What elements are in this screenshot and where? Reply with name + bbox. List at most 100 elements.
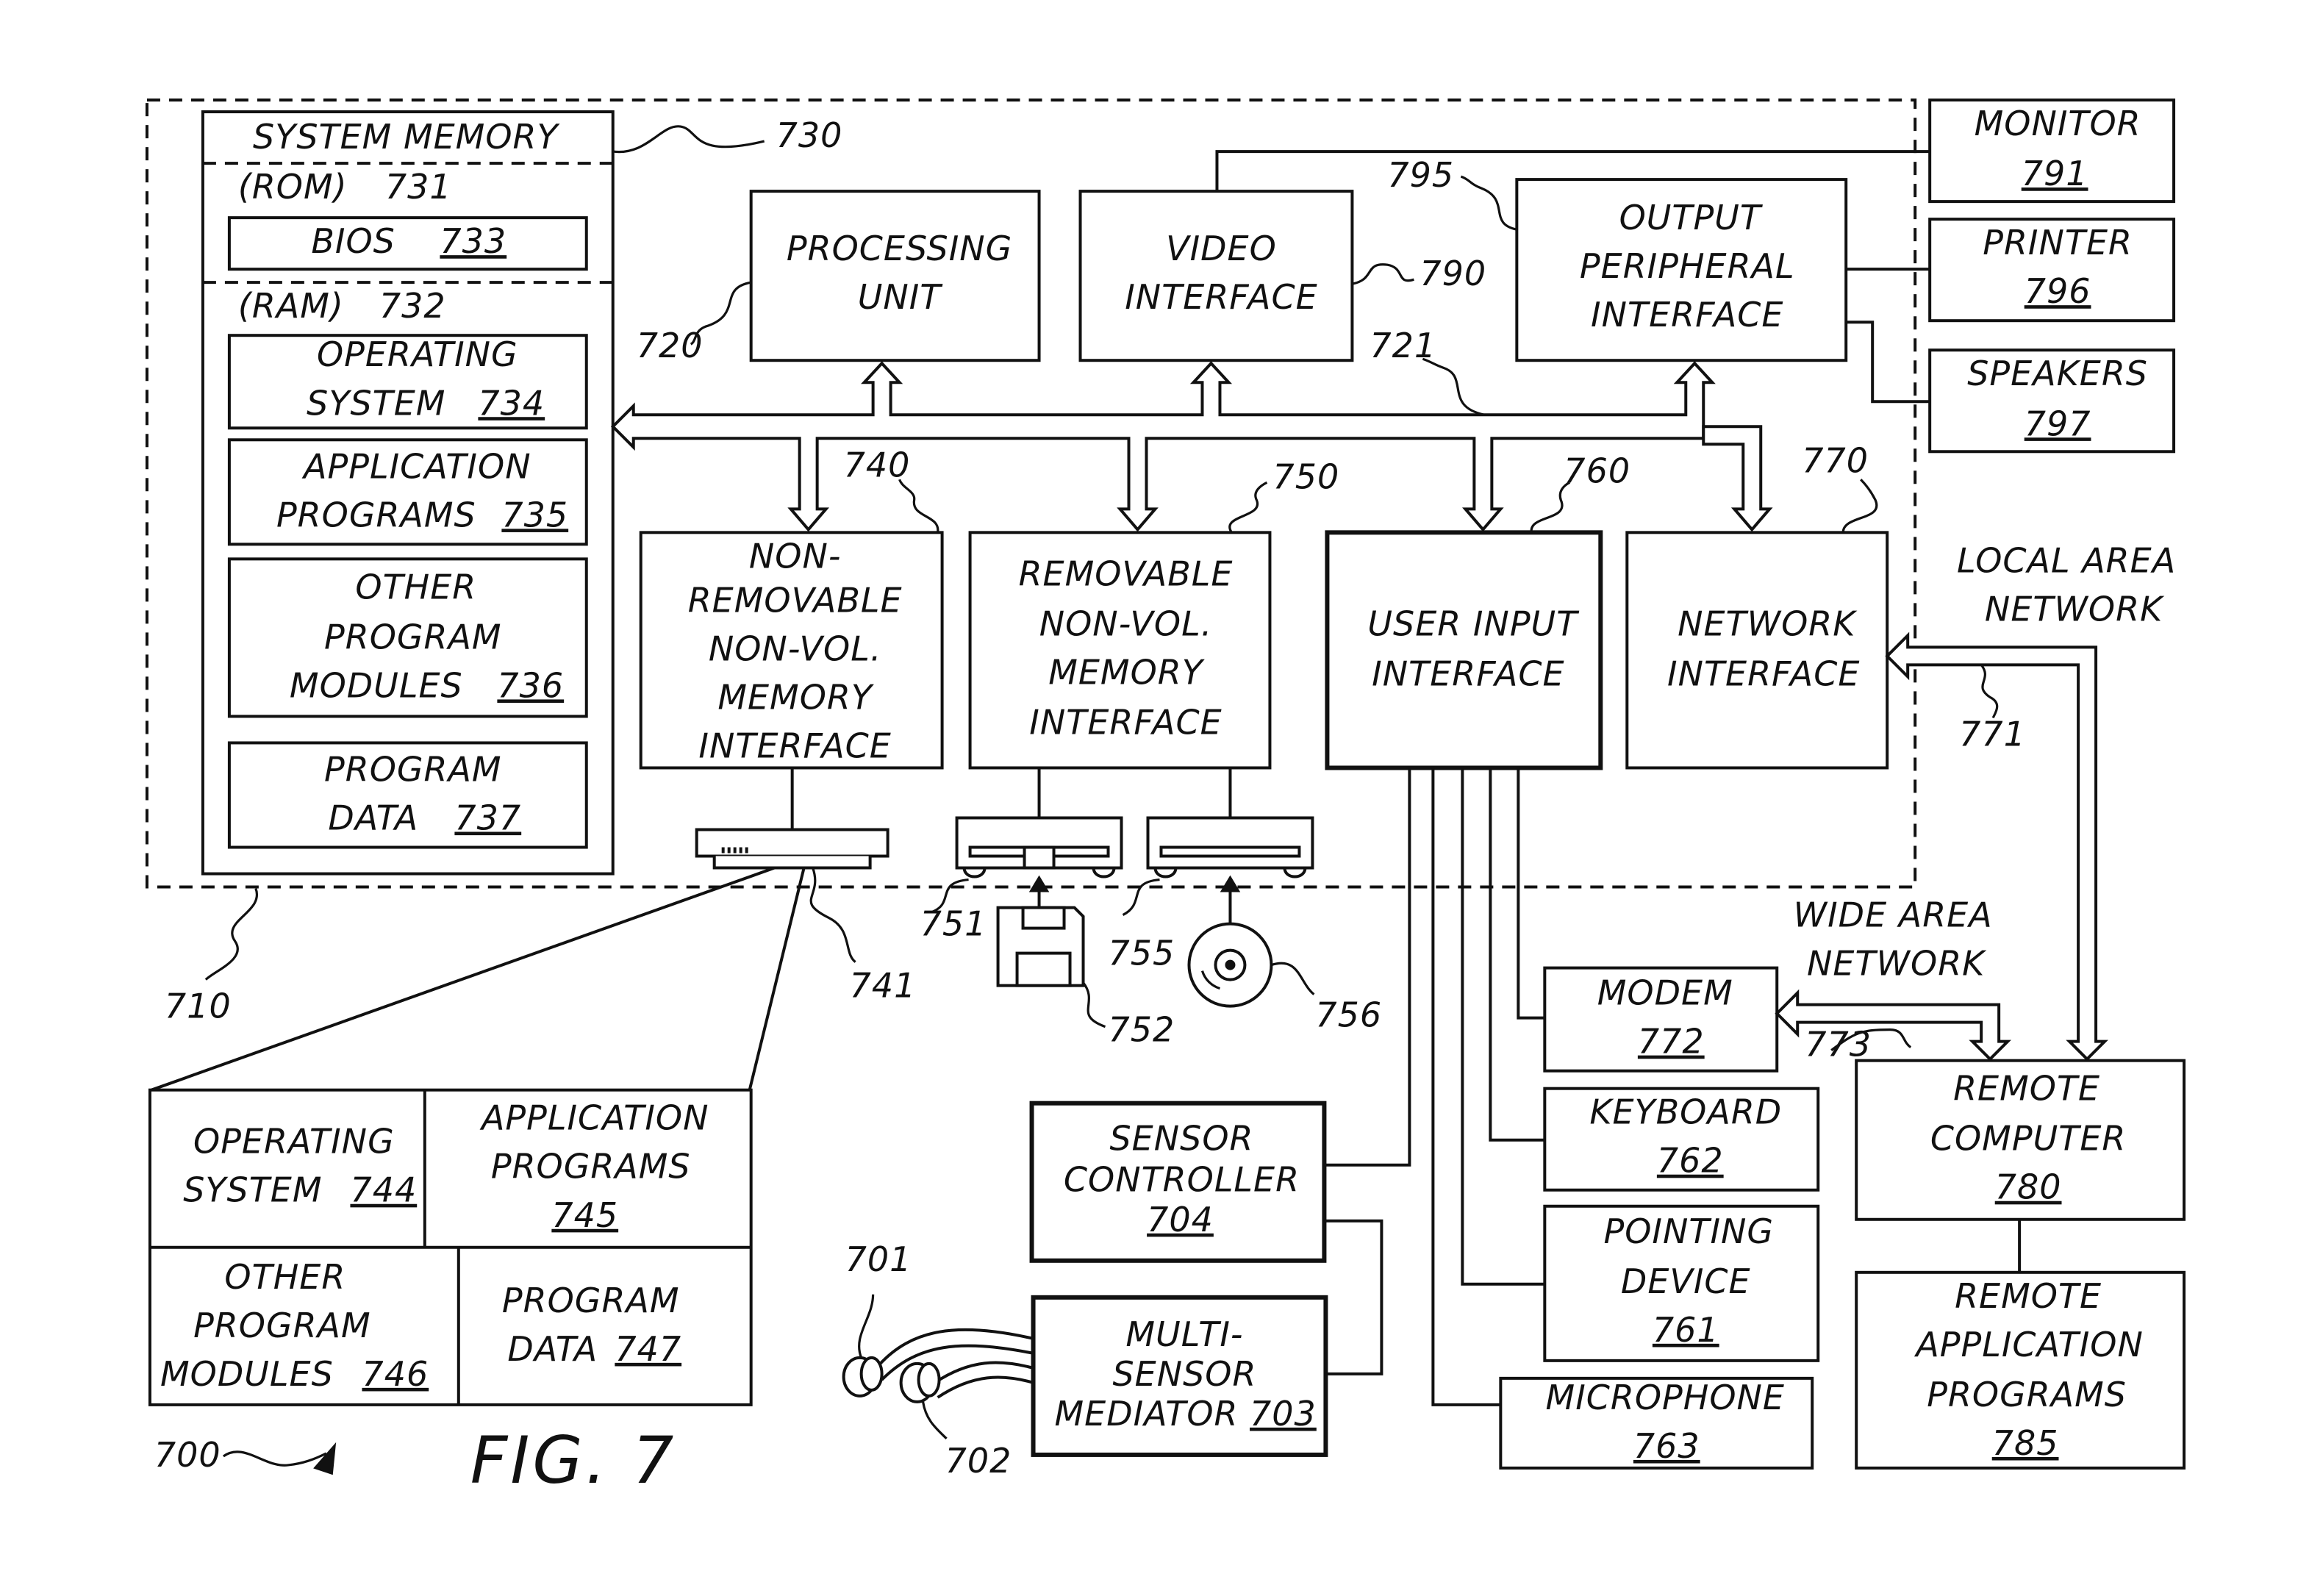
data-line2: DATA bbox=[328, 798, 418, 838]
microphone: MICROPHONE 763 bbox=[1500, 1378, 1812, 1468]
processing-line2: UNIT bbox=[858, 277, 944, 317]
apps-line2: PROGRAMS bbox=[276, 495, 476, 534]
sensor-701-icon bbox=[844, 1358, 882, 1396]
output-line2: PERIPHERAL bbox=[1580, 246, 1795, 286]
disk-data-line1: PROGRAM bbox=[502, 1281, 680, 1320]
ram-label: (RAM) bbox=[238, 286, 344, 326]
operating-system-block: OPERATING SYSTEM 734 bbox=[229, 334, 587, 428]
video-line2: INTERFACE bbox=[1125, 277, 1317, 317]
floppy-drive-icon bbox=[957, 818, 1122, 877]
video-line1: VIDEO bbox=[1166, 229, 1277, 268]
floppy-disk-icon bbox=[998, 908, 1084, 986]
floppy-disk-ref: 752 bbox=[1109, 1010, 1175, 1050]
speakers: SPEAKERS 797 bbox=[1930, 350, 2174, 451]
cd-drive-ref: 755 bbox=[1109, 934, 1175, 973]
sensor-controller-number: 704 bbox=[1147, 1200, 1214, 1239]
output-line1: OUTPUT bbox=[1619, 198, 1764, 237]
user-input-line2: INTERFACE bbox=[1372, 654, 1564, 693]
disk-data-number: 747 bbox=[615, 1329, 681, 1369]
nonremovable-line3: NON-VOL. bbox=[709, 629, 882, 668]
os-line1: OPERATING bbox=[317, 334, 518, 374]
nonremovable-line5: INTERFACE bbox=[698, 726, 891, 765]
nonremovable-ref: 740 bbox=[844, 445, 911, 484]
bios-block: BIOS 733 bbox=[229, 218, 587, 269]
disk-modules-line2: PROGRAM bbox=[193, 1306, 371, 1345]
removable-line1: REMOVABLE bbox=[1019, 554, 1234, 593]
modem-label: MODEM bbox=[1597, 973, 1733, 1013]
monitor-number: 791 bbox=[2022, 154, 2088, 193]
nonremovable-line1: NON- bbox=[749, 536, 842, 576]
video-interface: VIDEO INTERFACE bbox=[1081, 191, 1353, 360]
data-line1: PROGRAM bbox=[324, 749, 502, 789]
wan-line2: NETWORK bbox=[1807, 944, 1987, 984]
lan-ref: 771 bbox=[1959, 714, 2026, 754]
program-data-block: PROGRAM DATA 737 bbox=[229, 742, 587, 847]
os-number: 734 bbox=[478, 383, 545, 423]
disk-os-line2: SYSTEM bbox=[183, 1170, 322, 1210]
remote-application-programs: REMOTE APPLICATION PROGRAMS 785 bbox=[1856, 1273, 2184, 1468]
removable-line2: NON-VOL. bbox=[1039, 604, 1213, 643]
mediator-line1: MULTI- bbox=[1125, 1314, 1243, 1354]
output-line3: INTERFACE bbox=[1591, 295, 1783, 334]
remote-apps-line2: APPLICATION bbox=[1914, 1325, 2144, 1364]
keyboard-number: 762 bbox=[1657, 1141, 1724, 1181]
disk-data-line2: DATA bbox=[507, 1329, 598, 1369]
disk-apps-line2: PROGRAMS bbox=[491, 1147, 691, 1187]
remote-apps-line1: REMOTE bbox=[1955, 1276, 2102, 1316]
disk-contents: OPERATING SYSTEM 744 APPLICATION PROGRAM… bbox=[150, 1090, 751, 1405]
user-input-line1: USER INPUT bbox=[1367, 604, 1580, 643]
bios-number: 733 bbox=[440, 221, 506, 261]
modem-number: 772 bbox=[1638, 1022, 1705, 1062]
remote-computer-number: 780 bbox=[1995, 1167, 2062, 1207]
apps-number: 735 bbox=[501, 495, 568, 534]
mediator-line2: SENSOR bbox=[1113, 1354, 1257, 1394]
remote-computer-line2: COMPUTER bbox=[1930, 1119, 2126, 1159]
nonremovable-line2: REMOVABLE bbox=[688, 580, 903, 620]
disk-apps-number: 745 bbox=[551, 1195, 618, 1235]
mediator-line3: MEDIATOR bbox=[1054, 1394, 1238, 1434]
sensor-controller: SENSOR CONTROLLER 704 bbox=[1032, 1103, 1325, 1261]
sensor-controller-line2: CONTROLLER bbox=[1064, 1160, 1300, 1200]
printer-number: 796 bbox=[2025, 271, 2091, 311]
data-number: 737 bbox=[454, 798, 521, 838]
non-removable-memory-interface: NON- REMOVABLE NON-VOL. MEMORY INTERFACE bbox=[641, 532, 942, 767]
network-ref: 770 bbox=[1802, 440, 1869, 480]
monitor-label: MONITOR bbox=[1975, 104, 2141, 143]
network-line1: NETWORK bbox=[1678, 604, 1858, 643]
ram-number: 732 bbox=[379, 286, 446, 326]
figure-label: FIG. 7 bbox=[470, 1423, 677, 1498]
disk-apps-line1: APPLICATION bbox=[479, 1098, 709, 1138]
removable-line3: MEMORY bbox=[1048, 652, 1206, 692]
processing-line1: PROCESSING bbox=[787, 229, 1012, 268]
modules-line3: MODULES bbox=[290, 665, 463, 705]
nonremovable-line4: MEMORY bbox=[717, 677, 875, 717]
os-line2: SYSTEM bbox=[307, 383, 445, 423]
system-memory: SYSTEM MEMORY (ROM) 731 BIOS 733 (RAM) 7… bbox=[203, 112, 613, 873]
network-interface: NETWORK INTERFACE bbox=[1627, 532, 1887, 767]
disk-modules-line1: OTHER bbox=[224, 1257, 346, 1297]
lan-line2: NETWORK bbox=[1985, 589, 2165, 629]
wan-ref: 773 bbox=[1805, 1025, 1872, 1064]
removable-memory-interface: REMOVABLE NON-VOL. MEMORY INTERFACE bbox=[970, 532, 1270, 767]
output-ref: 795 bbox=[1387, 155, 1454, 195]
modules-number: 736 bbox=[497, 665, 564, 705]
figure-ref: 700 bbox=[154, 1435, 221, 1475]
computer-ref: 710 bbox=[165, 987, 232, 1026]
remote-apps-number: 785 bbox=[1992, 1423, 2059, 1463]
rom-label: (ROM) bbox=[238, 167, 348, 207]
microphone-number: 763 bbox=[1633, 1426, 1700, 1466]
monitor: MONITOR 791 bbox=[1930, 100, 2174, 201]
disk-modules-number: 746 bbox=[362, 1354, 429, 1394]
lan-link bbox=[1887, 635, 2105, 1059]
pointing-device: POINTING DEVICE 761 bbox=[1544, 1206, 1818, 1361]
keyboard-label: KEYBOARD bbox=[1589, 1092, 1782, 1132]
sensor-controller-line1: SENSOR bbox=[1110, 1119, 1254, 1159]
cd-disk-icon bbox=[1189, 924, 1271, 1006]
disk-modules-line3: MODULES bbox=[160, 1354, 334, 1394]
multi-sensor-mediator: MULTI- SENSOR MEDIATOR 703 bbox=[1034, 1298, 1326, 1455]
remote-apps-line3: PROGRAMS bbox=[1927, 1375, 2127, 1414]
system-memory-title: SYSTEM MEMORY bbox=[253, 117, 560, 157]
apps-line1: APPLICATION bbox=[301, 446, 531, 486]
sensor-a-ref: 701 bbox=[845, 1239, 912, 1279]
video-ref: 790 bbox=[1420, 254, 1486, 293]
